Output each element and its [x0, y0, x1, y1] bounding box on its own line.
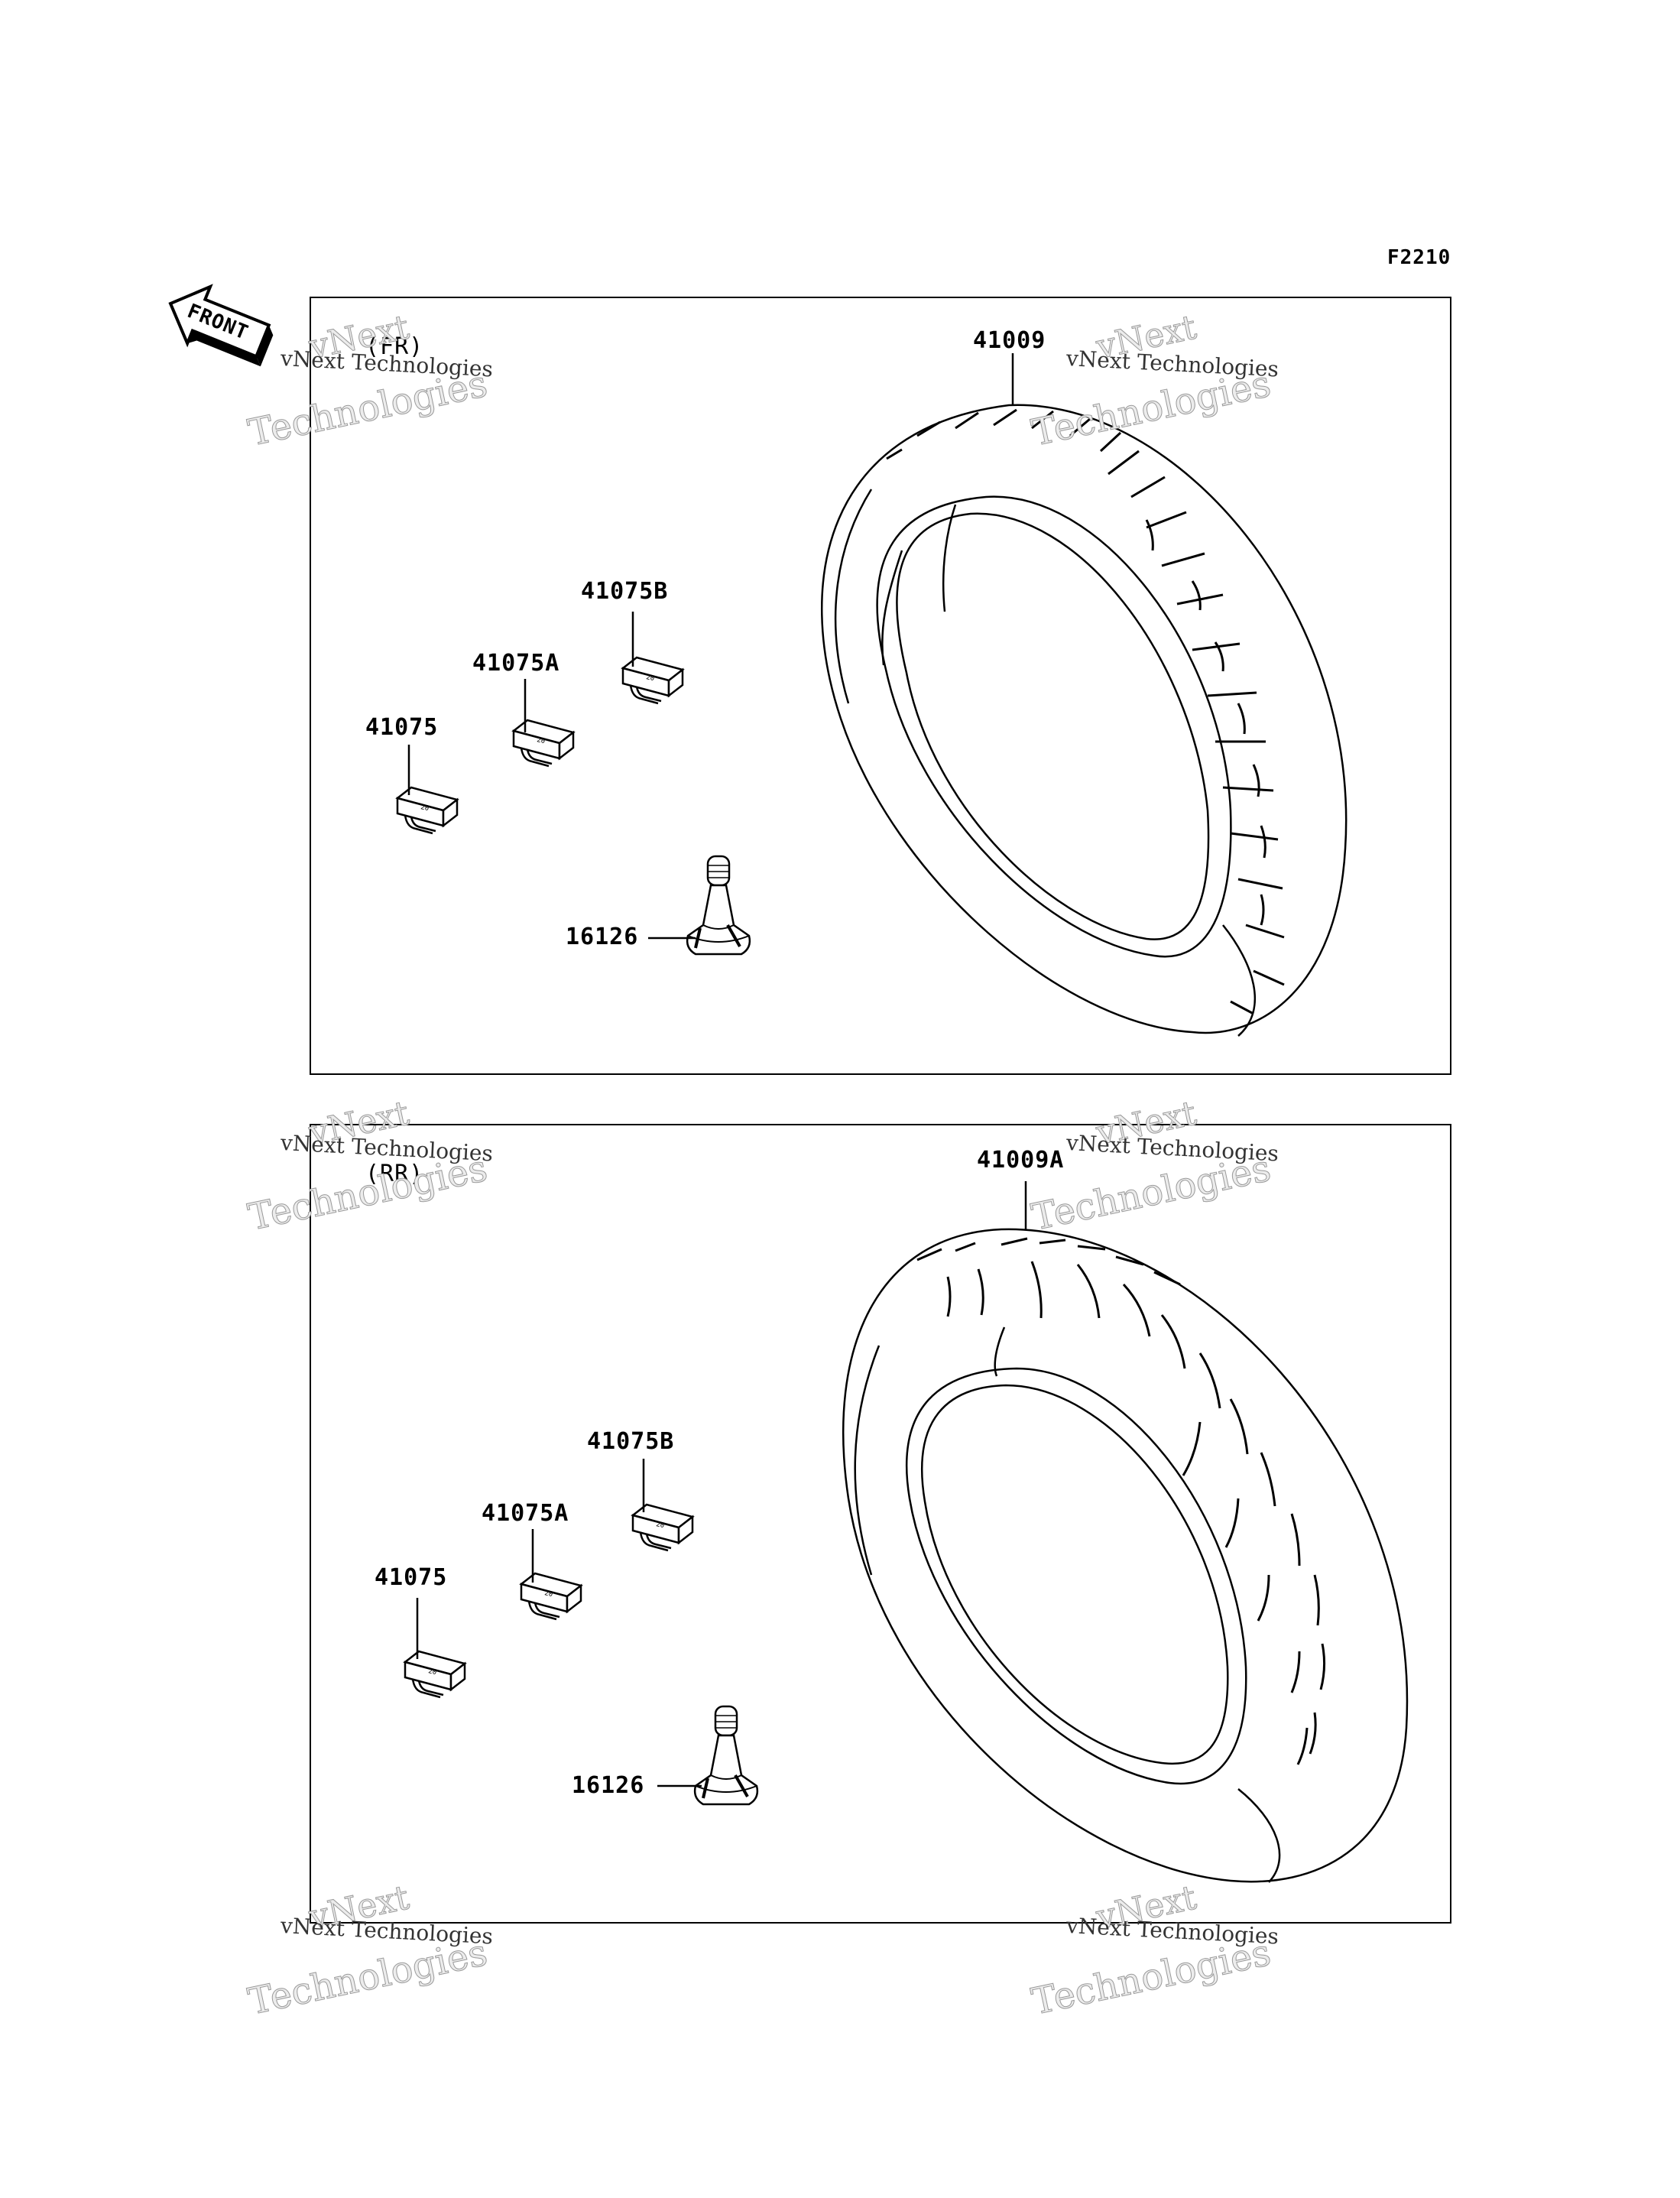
rear-weight-b-part-number: 41075B — [587, 1428, 675, 1455]
rear-weight — [404, 1650, 466, 1699]
front-weight-a-part-number: 41075A — [472, 650, 560, 677]
front-valve-part-number: 16126 — [566, 924, 639, 950]
front-weight-b — [621, 656, 684, 705]
rear-weight-b — [631, 1503, 694, 1552]
rear-tire — [842, 1181, 1409, 1883]
front-weight-part-number: 41075 — [365, 714, 439, 741]
front-weight-b-part-number: 41075B — [581, 578, 669, 605]
front-tire-part-number: 41009 — [973, 327, 1046, 354]
figure-code: F2210 — [1387, 246, 1451, 269]
front-valve — [686, 855, 751, 956]
rear-weight-a — [520, 1572, 582, 1621]
front-tire — [820, 353, 1348, 1037]
rear-weight-part-number: 41075 — [375, 1564, 448, 1591]
front-section-frame — [310, 297, 1451, 1075]
rear-tire-part-number: 41009A — [977, 1147, 1065, 1174]
rear-section-frame — [310, 1124, 1451, 1924]
rear-weight-a-part-number: 41075A — [482, 1500, 569, 1527]
rear-section-label: (RR) — [365, 1161, 424, 1187]
rear-valve — [693, 1705, 759, 1806]
front-section-label: (FR) — [365, 333, 424, 360]
rear-valve-part-number: 16126 — [572, 1772, 645, 1799]
front-weight — [396, 786, 459, 835]
front-weight-a — [512, 719, 575, 768]
